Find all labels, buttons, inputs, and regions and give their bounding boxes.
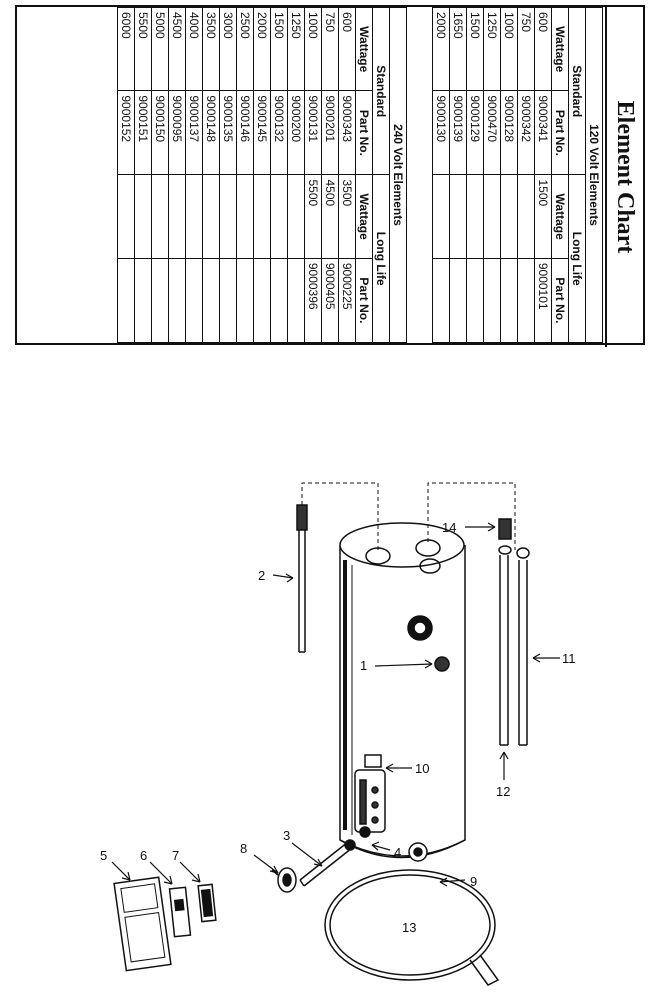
access-cover (113, 876, 172, 972)
arrow-3 (291, 842, 323, 867)
thermostat (197, 883, 217, 923)
arrow-8 (253, 854, 279, 874)
callout-8: 8 (240, 841, 247, 856)
drain-valve (408, 842, 428, 862)
outlet-pipe (516, 547, 530, 746)
callout-1: 1 (360, 658, 367, 673)
callout-13: 13 (402, 920, 416, 935)
anode-rod (499, 555, 509, 746)
drain-pan (324, 869, 500, 986)
callout-5: 5 (100, 848, 107, 863)
callout-3: 3 (283, 828, 290, 843)
arrow-7 (179, 861, 201, 883)
callout-10: 10 (415, 761, 429, 776)
tank-top-port-3 (419, 558, 441, 574)
callout-11: 11 (562, 651, 576, 666)
relief-valve (407, 615, 450, 672)
callout-14: 14 (442, 520, 456, 535)
dip-tube (296, 504, 308, 653)
heating-element (299, 839, 356, 887)
callout-7: 7 (172, 848, 179, 863)
callout-9: 9 (470, 874, 477, 889)
element-gasket (271, 867, 297, 893)
arrow-6 (149, 861, 173, 885)
arrow-9 (439, 879, 466, 883)
callout-6: 6 (140, 848, 147, 863)
callout-12: 12 (496, 784, 510, 799)
arrow-4 (371, 844, 391, 851)
heat-trap-nipple (498, 518, 512, 555)
element-access-area (354, 769, 386, 838)
callout-2: 2 (258, 568, 265, 583)
insulation-pad (168, 886, 192, 938)
arrow-1 (374, 663, 433, 667)
arrow-2 (272, 574, 294, 579)
callout-4: 4 (394, 845, 401, 860)
arrow-5 (111, 861, 131, 881)
rating-plate (364, 754, 382, 768)
